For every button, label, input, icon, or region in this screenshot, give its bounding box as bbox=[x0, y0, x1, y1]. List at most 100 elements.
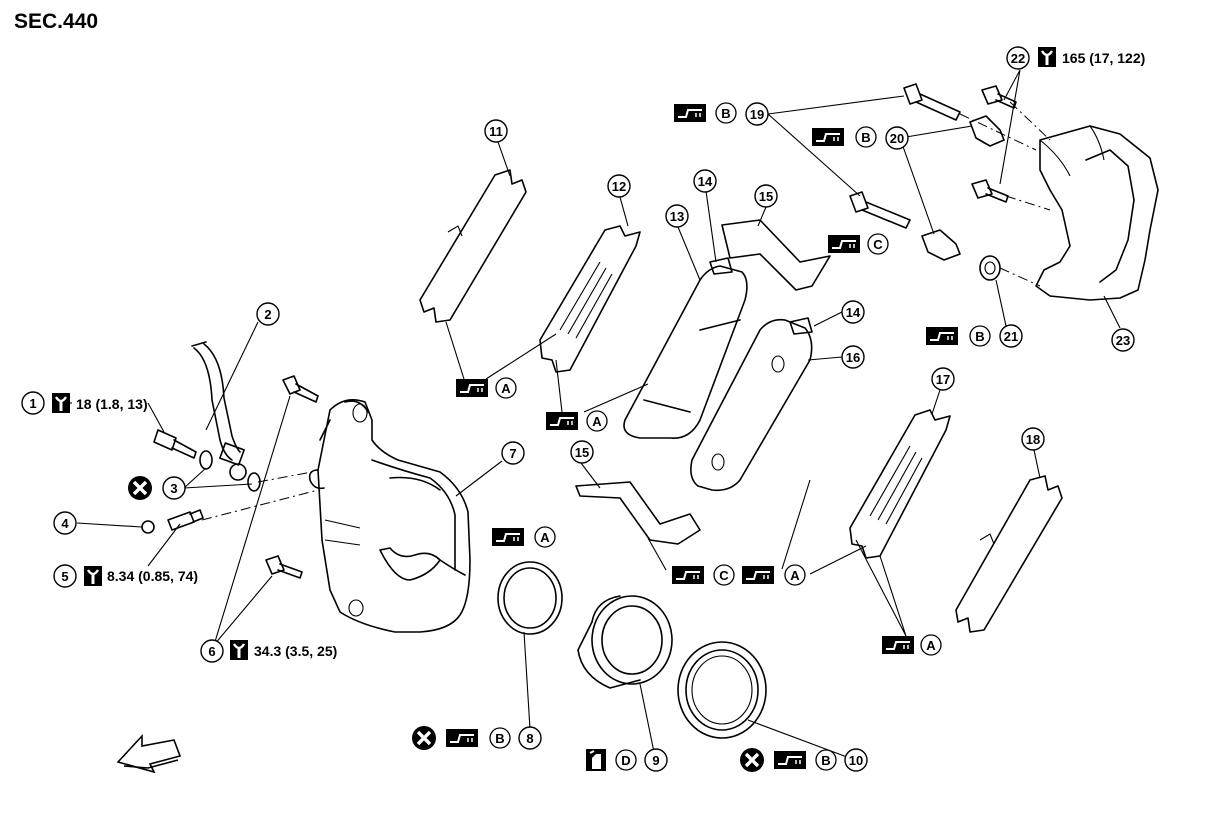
brake-fluid-icon bbox=[585, 748, 607, 772]
svg-text:11: 11 bbox=[489, 124, 503, 139]
grease-icon bbox=[811, 127, 845, 147]
svg-text:D: D bbox=[621, 753, 630, 768]
svg-text:14: 14 bbox=[698, 174, 713, 189]
lubricant-a-outer-shim: A bbox=[545, 410, 608, 432]
svg-text:22: 22 bbox=[1011, 51, 1025, 66]
grease-icon bbox=[545, 411, 579, 431]
svg-text:B: B bbox=[495, 731, 504, 746]
pin-boot-upper bbox=[969, 115, 1005, 147]
torque-spec-1: 18 (1.8, 13) bbox=[50, 391, 148, 415]
svg-text:A: A bbox=[926, 638, 936, 653]
svg-text:B: B bbox=[975, 329, 984, 344]
lubricant-a-inner: A bbox=[741, 564, 806, 586]
svg-text:15: 15 bbox=[575, 445, 589, 460]
callout-2: 2 bbox=[256, 302, 280, 326]
svg-text:18 (1.8, 13): 18 (1.8, 13) bbox=[76, 396, 148, 412]
svg-text:6: 6 bbox=[208, 644, 215, 659]
svg-text:10: 10 bbox=[849, 753, 863, 768]
lubricant-b-boot: B bbox=[811, 126, 877, 148]
fluid-d-piston: D bbox=[585, 748, 637, 772]
torque-member bbox=[1035, 125, 1159, 301]
svg-text:A: A bbox=[501, 381, 511, 396]
sliding-pin-upper bbox=[903, 83, 961, 121]
lubricant-b-boot-piston: B bbox=[773, 749, 837, 771]
inner-shim-cover bbox=[955, 475, 1063, 633]
lubricant-a-inner-cover: A bbox=[881, 634, 942, 656]
grease-icon bbox=[773, 750, 807, 770]
svg-text:B: B bbox=[721, 106, 730, 121]
lubricant-c-lower: C bbox=[671, 564, 735, 586]
grease-icon bbox=[673, 103, 707, 123]
lubricant-a-outer-cover: A bbox=[455, 377, 517, 399]
callout-9: 9 bbox=[644, 748, 668, 772]
svg-text:4: 4 bbox=[61, 516, 69, 531]
front-direction-arrow-icon bbox=[116, 733, 182, 774]
svg-text:A: A bbox=[790, 568, 800, 583]
callout-20: 20 bbox=[885, 126, 909, 150]
torque-spec-6: 34.3 (3.5, 25) bbox=[228, 638, 337, 662]
svg-text:2: 2 bbox=[264, 307, 271, 322]
svg-text:B: B bbox=[861, 130, 870, 145]
outer-brake-pad bbox=[623, 265, 748, 439]
svg-text:A: A bbox=[592, 414, 602, 429]
do-not-reuse-icon bbox=[738, 746, 766, 774]
svg-text:A: A bbox=[540, 530, 550, 545]
callout-15-upper: 15 bbox=[754, 184, 778, 208]
sliding-pin-lower bbox=[849, 191, 911, 229]
lubricant-c-upper: C bbox=[827, 233, 889, 255]
grease-icon bbox=[925, 326, 959, 346]
pin-boot-lower bbox=[921, 229, 961, 261]
section-title: SEC.440 bbox=[14, 10, 99, 33]
torque-spec-22: 165 (17, 122) bbox=[1036, 45, 1145, 69]
inner-shim bbox=[849, 409, 951, 559]
torque-member-bolts bbox=[971, 85, 1017, 203]
svg-text:15: 15 bbox=[759, 189, 773, 204]
svg-text:20: 20 bbox=[890, 131, 904, 146]
bleeder-valve bbox=[141, 509, 204, 534]
torque-wrench-icon bbox=[50, 391, 72, 415]
svg-text:12: 12 bbox=[612, 179, 626, 194]
svg-text:17: 17 bbox=[936, 372, 950, 387]
svg-text:19: 19 bbox=[750, 107, 764, 122]
callout-22: 22 bbox=[1006, 46, 1030, 70]
grease-icon bbox=[881, 635, 915, 655]
lubricant-b-bushing: B bbox=[925, 325, 991, 347]
svg-text:21: 21 bbox=[1004, 329, 1018, 344]
svg-text:165 (17, 122): 165 (17, 122) bbox=[1062, 50, 1145, 66]
grease-icon bbox=[491, 527, 525, 547]
callout-18: 18 bbox=[1021, 427, 1045, 451]
caliper-pin-bolts bbox=[265, 375, 319, 579]
pad-retainer-lower bbox=[575, 481, 701, 545]
outer-shim-cover bbox=[419, 169, 527, 323]
svg-text:18: 18 bbox=[1026, 432, 1040, 447]
svg-text:34.3 (3.5, 25): 34.3 (3.5, 25) bbox=[254, 643, 337, 659]
torque-wrench-icon bbox=[82, 564, 104, 588]
svg-text:16: 16 bbox=[846, 350, 860, 365]
callout-5: 5 bbox=[53, 564, 77, 588]
piston bbox=[577, 595, 673, 689]
callout-23: 23 bbox=[1111, 328, 1135, 352]
callout-7: 7 bbox=[501, 441, 525, 465]
pad-wear-indicator bbox=[709, 257, 813, 335]
svg-text:C: C bbox=[873, 237, 883, 252]
outer-shim bbox=[539, 225, 641, 373]
callout-19: 19 bbox=[745, 102, 769, 126]
callout-13: 13 bbox=[665, 204, 689, 228]
lubricant-b-seal: B bbox=[445, 727, 511, 749]
callout-3: 3 bbox=[162, 476, 186, 500]
lubricant-b-pin: B bbox=[673, 102, 737, 124]
callout-16: 16 bbox=[841, 345, 865, 369]
svg-text:C: C bbox=[719, 568, 729, 583]
svg-text:8: 8 bbox=[526, 731, 533, 746]
svg-text:3: 3 bbox=[170, 481, 177, 496]
callout-14-lower: 14 bbox=[841, 300, 865, 324]
svg-text:7: 7 bbox=[509, 446, 516, 461]
callout-4: 4 bbox=[53, 511, 77, 535]
bushing bbox=[979, 255, 1001, 281]
svg-text:9: 9 bbox=[652, 753, 659, 768]
svg-text:B: B bbox=[821, 753, 830, 768]
do-not-reuse-icon bbox=[126, 474, 154, 502]
callout-6: 6 bbox=[200, 639, 224, 663]
callout-12: 12 bbox=[607, 174, 631, 198]
